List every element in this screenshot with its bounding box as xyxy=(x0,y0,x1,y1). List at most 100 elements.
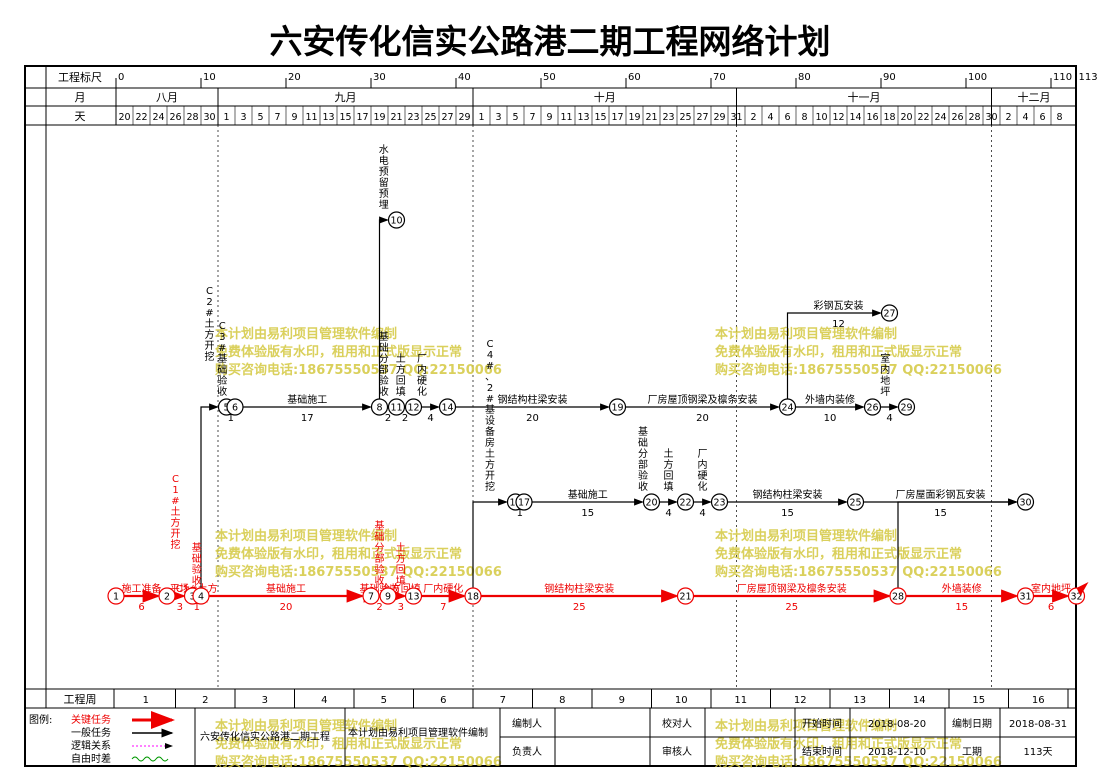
activity-duration: 4 xyxy=(886,413,892,424)
month-label: 八月 xyxy=(156,91,178,104)
watermark-line: 购买咨询电话:18675550537 QQ:22150066 xyxy=(215,754,502,770)
event-node xyxy=(438,398,457,416)
vertical-label-char: 回 xyxy=(396,564,406,576)
watermark-line: 购买咨询电话:18675550537 QQ:22150066 xyxy=(715,362,1002,378)
week-label: 6 xyxy=(440,695,446,706)
scale-mark-label: 80 xyxy=(798,72,811,83)
vertical-label-char: 土 xyxy=(396,541,406,554)
scale-mark-label: 30 xyxy=(373,72,386,83)
day-label: 16 xyxy=(866,112,878,123)
day-label: 13 xyxy=(577,112,589,123)
vertical-label-char: 基 xyxy=(217,352,227,365)
activity-duration: 25 xyxy=(785,602,798,613)
day-label: 20 xyxy=(118,112,130,123)
day-label: 6 xyxy=(784,112,790,123)
day-label: 28 xyxy=(186,112,198,123)
vertical-label-char: 挖 xyxy=(485,480,495,493)
scale-mark-label: 60 xyxy=(628,72,641,83)
event-node-number: 11 xyxy=(390,403,402,414)
day-label: 28 xyxy=(968,112,980,123)
vertical-label-char: C xyxy=(219,321,226,332)
vertical-label-char: 基 xyxy=(379,330,389,343)
footer-period-label: 工期 xyxy=(962,746,982,758)
vertical-label-char: 方 xyxy=(205,328,215,341)
event-node xyxy=(889,587,907,605)
vertical-label-char: 3 xyxy=(219,332,225,343)
vertical-label-char: 预 xyxy=(379,166,389,178)
activity-duration: 25 xyxy=(573,602,586,613)
activity-name: 平场 xyxy=(170,582,190,595)
activity-duration: 6 xyxy=(138,602,144,613)
vertical-label-char: 基 xyxy=(485,403,495,416)
activity-duration: 20 xyxy=(696,413,709,424)
week-label: 7 xyxy=(500,695,506,706)
week-label: 14 xyxy=(913,695,926,706)
watermarks: 本计划由易利项目管理软件编制免费体验版有水印，租用和正式版显示正常购买咨询电话:… xyxy=(215,326,1002,770)
day-label: 24 xyxy=(152,112,164,123)
activity-name: 基础施工 xyxy=(287,393,327,406)
event-node xyxy=(107,587,125,605)
footer-period-value: 113天 xyxy=(1023,747,1052,758)
event-node xyxy=(387,398,406,416)
scale-mark-label: 10 xyxy=(203,72,216,83)
event-node-number: 24 xyxy=(781,403,793,414)
event-node xyxy=(863,398,882,416)
scale-mark-label: 70 xyxy=(713,72,726,83)
activity-duration: 15 xyxy=(934,508,947,519)
day-label: 7 xyxy=(274,112,280,123)
event-node xyxy=(192,587,210,605)
vertical-label-char: 回 xyxy=(664,470,674,482)
event-node-number: 12 xyxy=(407,403,419,414)
day-label: 18 xyxy=(883,112,895,123)
week-label: 9 xyxy=(619,695,625,706)
event-node-number: 28 xyxy=(892,592,904,603)
vertical-label-char: 础 xyxy=(379,342,389,354)
event-node-number: 22 xyxy=(679,498,691,509)
day-label: 15 xyxy=(594,112,606,123)
day-label: 17 xyxy=(356,112,368,123)
vertical-label-char: 验 xyxy=(638,469,648,482)
activity-duration: 1 xyxy=(194,602,200,613)
event-node-number: 21 xyxy=(679,592,691,603)
vertical-label-char: 收 xyxy=(192,574,202,587)
activity-duration: 20 xyxy=(526,413,539,424)
event-node-number: 8 xyxy=(376,403,382,414)
day-label: 19 xyxy=(628,112,640,123)
day-label: 4 xyxy=(1022,112,1028,123)
watermark-line: 本计划由易利项目管理软件编制 xyxy=(715,528,897,544)
vertical-label-char: 备 xyxy=(485,425,495,438)
day-label: 8 xyxy=(801,112,807,123)
footer-editor-label: 编制人 xyxy=(512,717,542,730)
event-node xyxy=(846,493,865,511)
vertical-label-char: 回 xyxy=(396,375,406,387)
event-node-number: 17 xyxy=(518,498,530,509)
vertical-label-char: 房 xyxy=(485,436,495,449)
vertical-label-char: 分 xyxy=(375,542,385,554)
event-node xyxy=(404,587,423,605)
event-node xyxy=(778,398,797,416)
event-node-number: 23 xyxy=(713,498,725,509)
watermark-line: 本计划由易利项目管理软件编制 xyxy=(215,718,397,734)
event-node xyxy=(676,587,695,605)
event-node xyxy=(897,398,916,416)
day-label: 4 xyxy=(767,112,773,123)
activity-name: 厂房屋面彩钢瓦安装 xyxy=(896,488,986,501)
vertical-label-char: 收 xyxy=(375,574,385,587)
outer-frame xyxy=(24,65,1077,767)
vertical-label-char: 内 xyxy=(880,363,890,376)
event-node-number: 29 xyxy=(900,403,912,414)
activity-name: 厂内硬化 xyxy=(423,582,463,595)
activity-name: 基础施工 xyxy=(266,582,306,595)
watermark-line: 本计划由易利项目管理软件编制 xyxy=(215,528,397,544)
activity-duration: 15 xyxy=(781,508,794,519)
day-label: 26 xyxy=(951,112,963,123)
vertical-label-char: 开 xyxy=(485,471,495,482)
vertical-label-char: 内 xyxy=(417,363,427,376)
vertical-label-char: 硬 xyxy=(698,470,708,482)
vertical-label-char: 2 xyxy=(487,383,493,394)
event-node-number: 4 xyxy=(198,592,204,603)
scale-mark-label: 50 xyxy=(543,72,556,83)
day-label: 26 xyxy=(169,112,181,123)
